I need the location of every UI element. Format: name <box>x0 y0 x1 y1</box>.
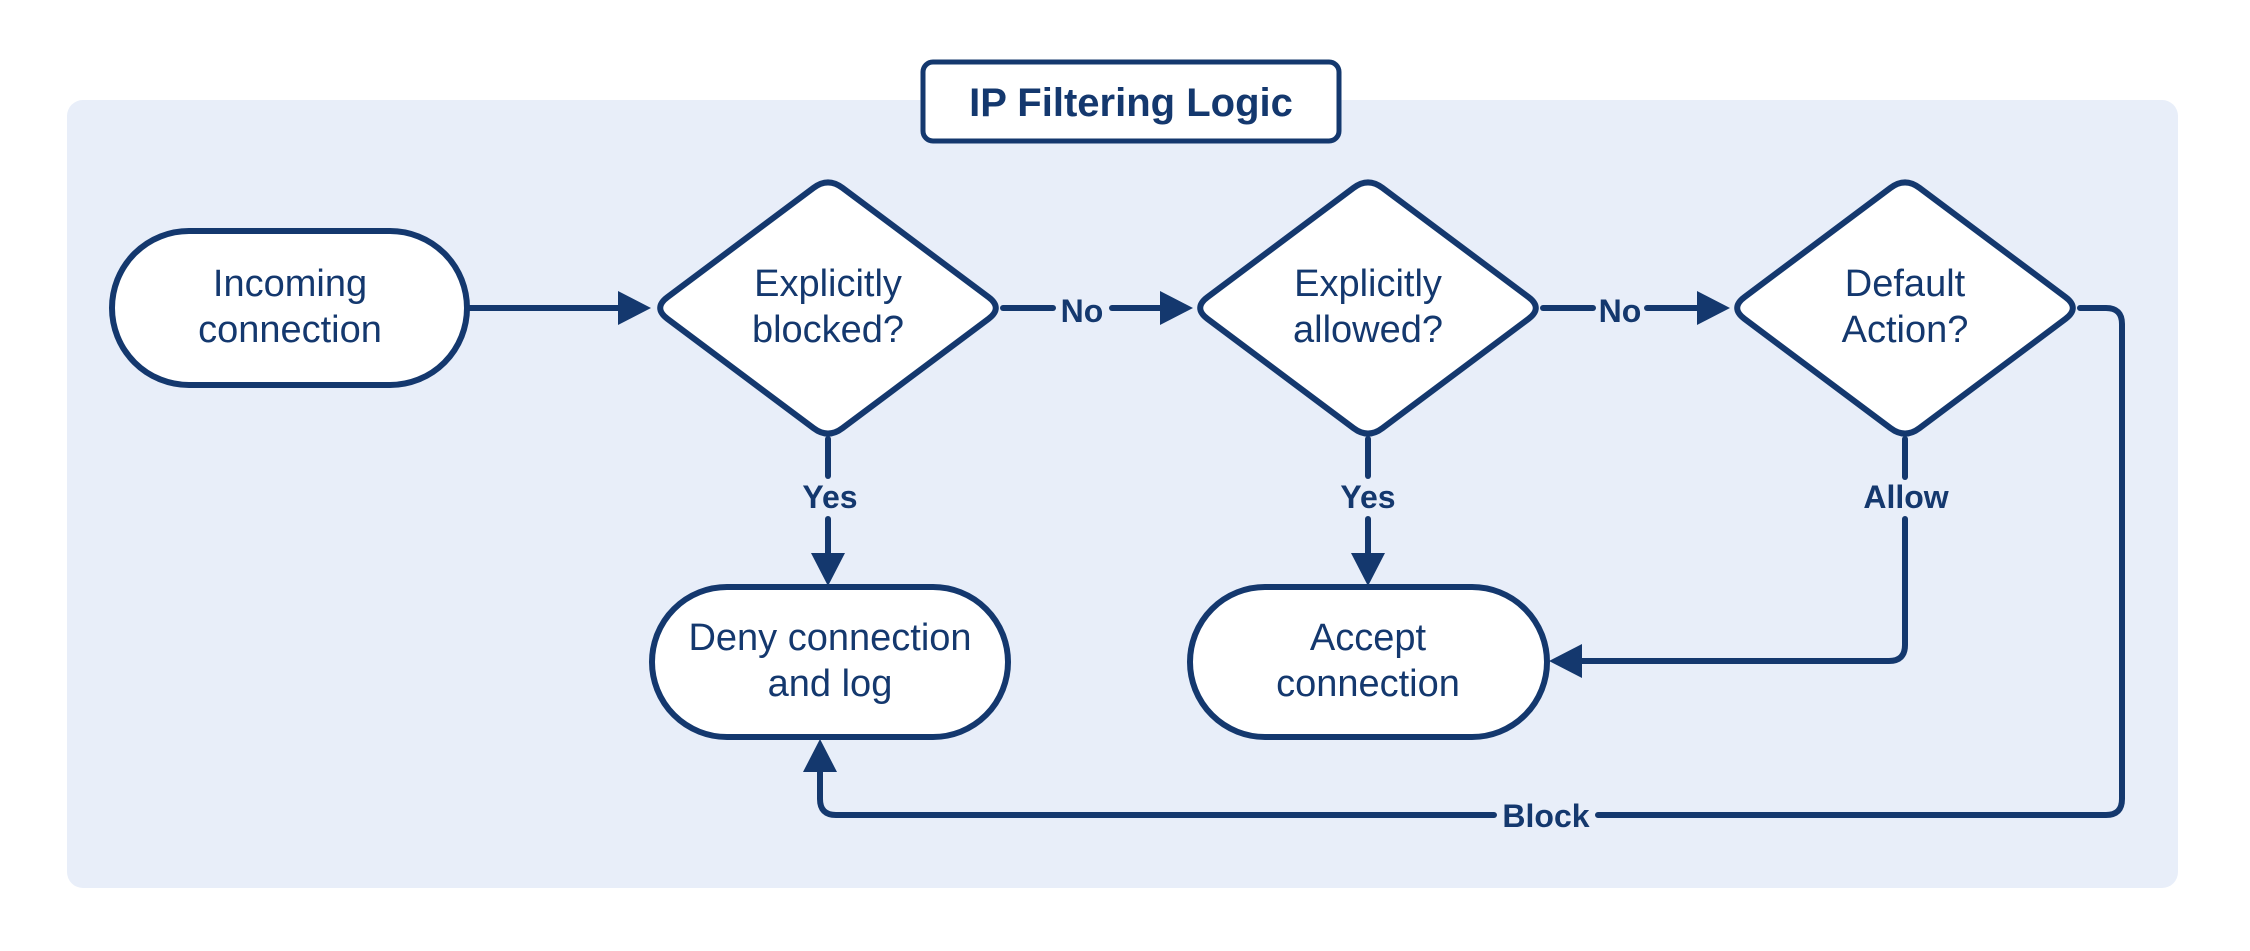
edge-allowed-to-default-action <box>1540 291 1730 325</box>
node-accept-connection: Accept connection <box>1187 584 1550 740</box>
node-explicitly-blocked: Explicitly blocked? <box>657 179 999 437</box>
arrowhead-icon <box>618 291 651 325</box>
node-label-line: Deny connection <box>688 617 971 659</box>
title-box <box>920 59 1342 144</box>
node-label-line: Incoming <box>213 263 367 305</box>
node-label-line: Explicitly <box>1294 263 1442 305</box>
node-label-line: Accept <box>1310 617 1427 659</box>
arrowhead-icon <box>1351 553 1385 586</box>
node-incoming-connection: Incoming connection <box>109 228 470 388</box>
node-label-line: and log <box>768 663 893 705</box>
edge-allowed-to-accept <box>1351 436 1385 586</box>
decision-diamond-shape <box>1734 179 2076 437</box>
node-label-line: connection <box>198 309 382 351</box>
edge-default-action-to-accept <box>1549 436 1908 678</box>
process-shape <box>1187 584 1550 740</box>
node-default-action: Default Action? <box>1734 179 2076 437</box>
node-label-line: Default <box>1845 263 1966 305</box>
diagram-title: IP Filtering Logic <box>920 59 1342 144</box>
edge-label-block: Block <box>1502 798 1589 834</box>
arrowhead-icon <box>1697 291 1730 325</box>
edge-label-no-1: No <box>1061 293 1104 329</box>
arrowhead-icon <box>1160 291 1193 325</box>
edge-label-no-2: No <box>1599 293 1642 329</box>
node-label-line: connection <box>1276 663 1460 705</box>
node-deny-connection: Deny connection and log <box>649 584 1011 740</box>
edge-line <box>1595 305 2125 818</box>
diagram-background-panel <box>67 100 2178 888</box>
node-label-line: Action? <box>1842 309 1969 351</box>
edge-label-yes-2: Yes <box>1340 479 1395 515</box>
edge-default-action-to-deny <box>803 305 2125 818</box>
node-label-line: blocked? <box>752 309 904 351</box>
node-explicitly-allowed: Explicitly allowed? <box>1197 179 1539 437</box>
decision-diamond-shape <box>1197 179 1539 437</box>
edge-blocked-to-deny <box>811 436 845 586</box>
page-title: IP Filtering Logic <box>969 81 1293 125</box>
edge-label-yes-1: Yes <box>802 479 857 515</box>
edge-label-allow: Allow <box>1863 479 1948 515</box>
decision-diamond-shape <box>657 179 999 437</box>
node-label-line: allowed? <box>1293 309 1443 351</box>
arrowhead-icon <box>811 553 845 586</box>
edge-line <box>1579 516 1908 664</box>
arrowhead-icon <box>803 739 837 772</box>
edge-line <box>817 769 1497 818</box>
edge-blocked-to-allowed <box>1000 291 1193 325</box>
edge-incoming-to-blocked <box>464 291 651 325</box>
arrowhead-icon <box>1549 644 1582 678</box>
terminator-shape <box>109 228 470 388</box>
process-shape <box>649 584 1011 740</box>
node-label-line: Explicitly <box>754 263 902 305</box>
